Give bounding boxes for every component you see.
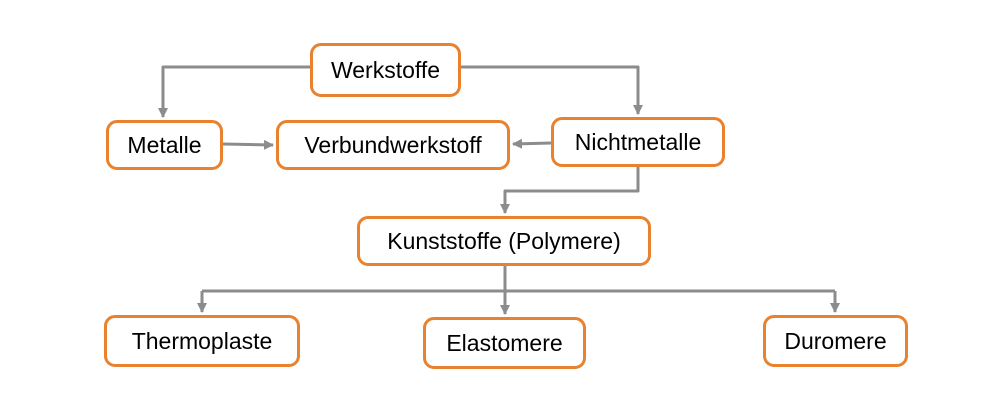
node-werkstoffe: Werkstoffe: [310, 43, 461, 97]
connector-werkstoffe-nichtmetalle: [461, 65, 643, 115]
node-nichtmetalle: Nichtmetalle: [551, 117, 725, 167]
node-thermoplaste: Thermoplaste: [104, 315, 300, 367]
node-thermoplaste-label: Thermoplaste: [131, 327, 273, 354]
node-duromere-label: Duromere: [784, 327, 887, 354]
node-metalle: Metalle: [106, 120, 223, 170]
connector-werkstoffe-metalle: [158, 65, 310, 118]
node-werkstoffe-label: Werkstoffe: [330, 56, 441, 83]
node-elastomere: Elastomere: [423, 317, 586, 369]
node-elastomere-label: Elastomere: [446, 329, 563, 356]
node-verbundwerkstoff-label: Verbundwerkstoff: [304, 131, 482, 158]
node-nichtmetalle-label: Nichtmetalle: [574, 128, 702, 155]
node-verbundwerkstoff: Verbundwerkstoff: [276, 120, 510, 170]
connector-nichtmetalle-verbund: [512, 138, 552, 149]
node-duromere: Duromere: [763, 315, 908, 367]
connector-metalle-verbund: [222, 139, 274, 150]
node-kunststoffe: Kunststoffe (Polymere): [357, 216, 651, 266]
connector-nichtmetalle-kunststoffe: [500, 167, 640, 214]
node-metalle-label: Metalle: [127, 131, 202, 158]
node-kunststoffe-label: Kunststoffe (Polymere): [387, 227, 621, 254]
